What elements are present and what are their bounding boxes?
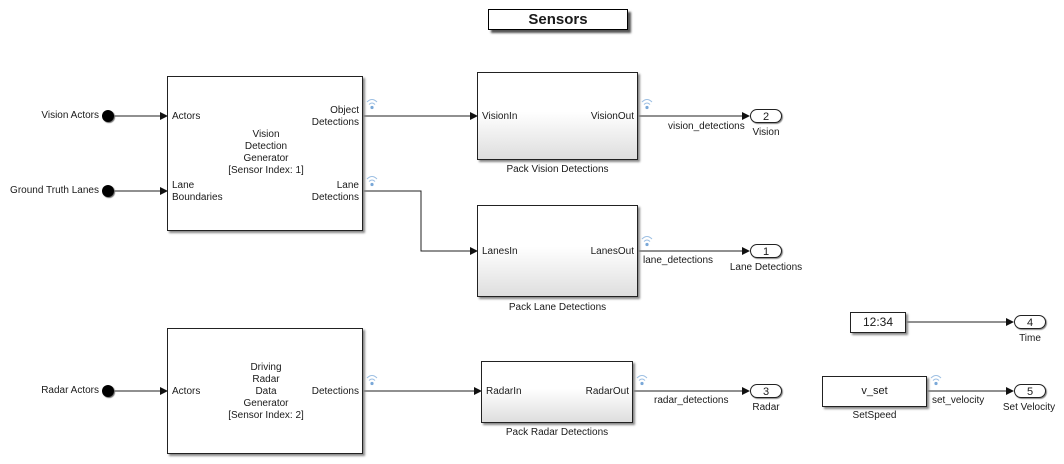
port-in-lanes: LanesIn bbox=[482, 246, 518, 257]
radar-data-generator-block[interactable]: Actors Detections Driving Radar Data Gen… bbox=[167, 328, 363, 454]
block-name-line: Driving bbox=[250, 362, 282, 373]
block-name-line: [Sensor Index: 1] bbox=[228, 165, 304, 176]
signal-bus-icon bbox=[366, 99, 378, 110]
outport-set-velocity[interactable]: 5 bbox=[1014, 384, 1046, 398]
source-label-radar-actors: Radar Actors bbox=[41, 385, 99, 396]
block-name-line: Vision bbox=[252, 129, 280, 140]
outport-label-lane-detections: Lane Detections bbox=[729, 262, 803, 273]
signal-label-lanes: lane_detections bbox=[643, 255, 714, 266]
signal-bus-icon bbox=[636, 375, 648, 386]
port-in-vision: VisionIn bbox=[482, 111, 518, 122]
outport-label-time: Time bbox=[1019, 333, 1041, 344]
port-out-detections: Detections bbox=[311, 386, 359, 397]
pack-radar-detections-label: Pack Radar Detections bbox=[505, 427, 609, 438]
port-out-radar: RadarOut bbox=[585, 386, 629, 397]
outport-vision[interactable]: 2 bbox=[750, 109, 782, 123]
port-out-object-detections-l2: Detections bbox=[311, 117, 359, 128]
block-name-line: Detection bbox=[244, 141, 288, 152]
outport-radar[interactable]: 3 bbox=[750, 384, 782, 398]
port-in-lane-boundaries-l1: Lane bbox=[172, 180, 195, 191]
port-out-vision: VisionOut bbox=[590, 111, 634, 122]
port-out-object-detections-l1: Object bbox=[330, 105, 359, 116]
port-out-lane-detections-l2: Detections bbox=[311, 192, 359, 203]
signal-bus-icon bbox=[366, 375, 378, 386]
port-in-radar: RadarIn bbox=[486, 386, 522, 397]
pack-lane-detections-block[interactable]: LanesIn LanesOut bbox=[477, 205, 638, 297]
set-speed-label: SetSpeed bbox=[852, 410, 897, 421]
signal-bus-icon bbox=[641, 99, 653, 110]
block-name-line: [Sensor Index: 2] bbox=[228, 410, 304, 421]
pack-vision-detections-label: Pack Vision Detections bbox=[506, 164, 609, 175]
port-in-actors: Actors bbox=[172, 111, 201, 122]
outport-label-set-velocity: Set Velocity bbox=[1002, 402, 1056, 413]
block-name-line: Data bbox=[255, 386, 277, 397]
vision-detection-generator-block[interactable]: Actors Lane Boundaries Object Detections… bbox=[167, 76, 363, 231]
set-speed-constant-block[interactable]: v_set bbox=[822, 376, 927, 407]
outport-time[interactable]: 4 bbox=[1014, 315, 1046, 329]
port-in-actors: Actors bbox=[172, 386, 201, 397]
pack-lane-detections-label: Pack Lane Detections bbox=[508, 302, 607, 313]
from-block-vision-actors[interactable] bbox=[102, 110, 114, 122]
signal-bus-icon bbox=[641, 236, 653, 247]
source-label-vision-actors: Vision Actors bbox=[41, 110, 99, 121]
outport-label-vision: Vision bbox=[752, 127, 780, 138]
port-in-lane-boundaries-l2: Boundaries bbox=[172, 192, 223, 203]
block-name-line: Generator bbox=[243, 153, 289, 164]
signal-label-velocity: set_velocity bbox=[932, 395, 985, 406]
source-label-ground-truth-lanes: Ground Truth Lanes bbox=[10, 185, 99, 196]
block-name-radar-generator: Driving Radar Data Generator [Sensor Ind… bbox=[168, 362, 364, 422]
from-block-radar-actors[interactable] bbox=[102, 385, 114, 397]
line-lane-detections[interactable] bbox=[363, 190, 478, 255]
port-out-lanes: LanesOut bbox=[590, 246, 634, 257]
port-out-lane-detections-l1: Lane bbox=[336, 180, 359, 191]
pack-radar-detections-block[interactable]: RadarIn RadarOut bbox=[481, 361, 633, 423]
signal-label-vision: vision_detections bbox=[668, 121, 745, 132]
signal-bus-icon bbox=[366, 176, 378, 187]
outport-label-radar: Radar bbox=[752, 402, 780, 413]
from-block-ground-truth-lanes[interactable] bbox=[102, 185, 114, 197]
outport-lane-detections[interactable]: 1 bbox=[750, 244, 782, 258]
subsystem-title: Sensors bbox=[488, 9, 628, 30]
signal-bus-icon bbox=[930, 375, 942, 386]
block-name-line: Generator bbox=[243, 398, 289, 409]
digital-clock-block[interactable]: 12:34 bbox=[850, 312, 906, 333]
signal-label-radar: radar_detections bbox=[654, 395, 729, 406]
block-name-line: Radar bbox=[252, 374, 280, 385]
block-name-vision-generator: Vision Detection Generator [Sensor Index… bbox=[168, 129, 364, 177]
pack-vision-detections-block[interactable]: VisionIn VisionOut bbox=[477, 72, 638, 160]
